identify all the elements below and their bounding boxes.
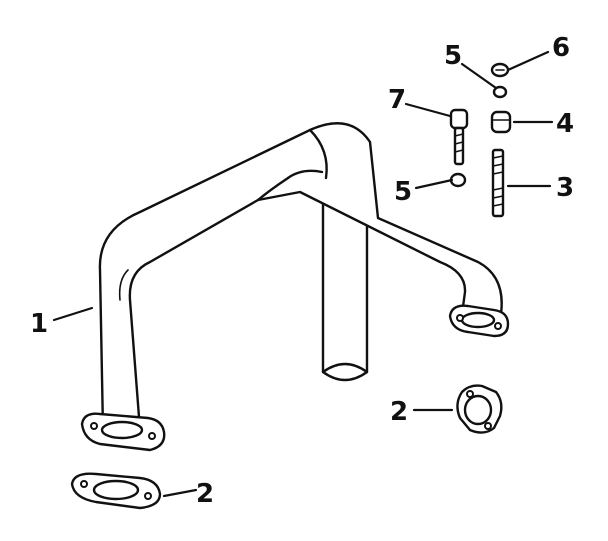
callout-5-top: 5 bbox=[444, 41, 462, 71]
callout-4: 4 bbox=[556, 109, 574, 139]
callout-6: 6 bbox=[552, 33, 570, 63]
exhaust-manifold-pipe bbox=[98, 122, 503, 432]
callout-1: 1 bbox=[30, 309, 48, 339]
gasket-lower-left bbox=[70, 472, 162, 510]
threaded-stud bbox=[491, 148, 505, 218]
callout-2-left: 2 bbox=[196, 479, 214, 509]
callout-5-lower: 5 bbox=[394, 177, 412, 207]
callout-2-right: 2 bbox=[390, 397, 408, 427]
left-pipe-flange bbox=[80, 412, 166, 452]
washer-top bbox=[492, 85, 508, 99]
callout-7: 7 bbox=[388, 85, 406, 115]
callout-3: 3 bbox=[556, 173, 574, 203]
nut bbox=[490, 110, 512, 134]
right-pipe-flange bbox=[448, 304, 510, 338]
leader-lines bbox=[52, 50, 554, 498]
cap bbox=[490, 62, 510, 78]
bolt bbox=[449, 108, 469, 166]
center-pipe-stub bbox=[321, 168, 369, 382]
gasket-right bbox=[456, 384, 503, 434]
